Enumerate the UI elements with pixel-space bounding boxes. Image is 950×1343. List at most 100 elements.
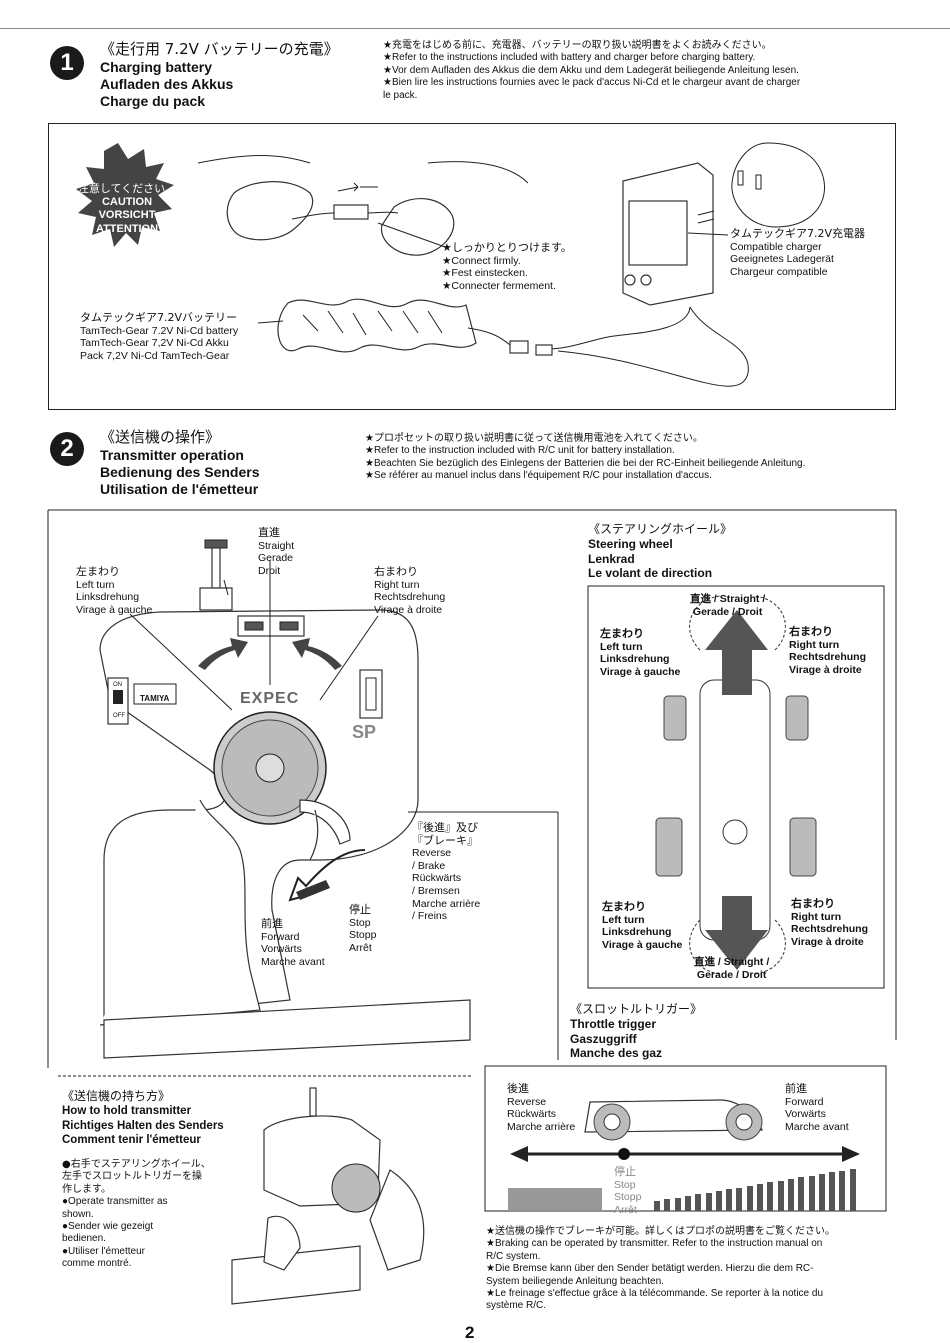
battery-de: TamTech-Gear 7,2V Ni-Cd Akku <box>80 337 229 350</box>
tx-straight-jp: 直進 <box>258 526 280 539</box>
step-2-note-de: ★Beachten Sie bezüglich des Einlegens de… <box>365 457 806 469</box>
steer-straight-top-2: Gerade / Droit <box>692 605 763 618</box>
throttle-stop-de: Stopp <box>614 1191 642 1204</box>
throttle-grade-bar <box>746 1186 753 1211</box>
throttle-title-en: Throttle trigger <box>570 1017 656 1031</box>
throttle-forward-label: 前進 Forward Vorwärts Marche avant <box>785 1082 849 1133</box>
step-2-title-jp: 《送信機の操作》 <box>100 428 221 446</box>
hold-line-6: ●Sender wie gezeigt <box>62 1221 154 1233</box>
steer-left-bottom: 左まわり Left turn Linksdrehung Virage à gau… <box>602 900 683 951</box>
throttle-grade-bar <box>777 1181 784 1211</box>
throttle-grade-bar <box>757 1184 763 1211</box>
throttle-stop-jp: 停止 <box>614 1165 636 1178</box>
hold-line-4: ●Operate transmitter as <box>62 1196 168 1208</box>
steer-left-top: 左まわり Left turn Linksdrehung Virage à gau… <box>600 627 681 678</box>
step-2-title-de: Bedienung des Senders <box>100 464 260 480</box>
throttle-note-en: ★Braking can be operated by transmitter.… <box>486 1238 823 1250</box>
step-2-badge: 2 <box>50 432 84 466</box>
step-2-notes: ★プロポセットの取り扱い説明書に従って送信機用電池を入れてください。 ★Refe… <box>365 433 905 483</box>
charger-en: Compatible charger <box>730 240 822 253</box>
hold-line-5: shown. <box>62 1208 94 1220</box>
throttle-title-de: Gaszuggriff <box>570 1031 637 1046</box>
hold-line-2: 左手でスロットルトリガーを操 <box>62 1171 202 1183</box>
charging-illustration <box>76 142 825 387</box>
step-2-note-jp: ★プロポセットの取り扱い説明書に従って送信機用電池を入れてください。 <box>365 433 703 444</box>
throttle-forward-de: Vorwärts <box>785 1108 826 1121</box>
throttle-grade-bar <box>798 1177 805 1211</box>
throttle-note-de-cont: System beiliegende Anleitung beachten. <box>486 1275 664 1287</box>
steer-straight-bottom-2: Gerade / Droit <box>696 968 767 981</box>
tx-model-logo: EXPEC <box>240 690 300 707</box>
steering-title-en: Steering wheel <box>588 537 673 551</box>
throttle-stop-fr: Arrêt <box>614 1203 637 1216</box>
steer-right-bottom-de: Rechtsdrehung <box>791 923 869 936</box>
tx-forward-en: Forward <box>261 930 300 943</box>
tx-forward-fr: Marche avant <box>261 955 325 968</box>
tx-right-en: Right turn <box>374 578 420 591</box>
throttle-reverse-fr: Marche arrière <box>507 1120 576 1133</box>
tx-left-fr: Virage à gauche <box>76 603 153 616</box>
steer-right-top-en: Right turn <box>789 638 840 651</box>
throttle-grade-bar <box>715 1191 722 1211</box>
tx-left-label: 左まわり Left turn Linksdrehung Virage à gau… <box>76 565 153 616</box>
throttle-grade-bar <box>695 1194 702 1211</box>
tx-reverse-de: Rückwärts <box>412 872 462 885</box>
throttle-note-fr-cont: système R/C. <box>486 1300 547 1312</box>
caution-text: 注意してください。 CAUTION VORSICHT ATTENTION <box>65 182 189 236</box>
tx-brake-fr: / Freins <box>412 910 448 923</box>
connect-de: ★Fest einstecken. <box>442 267 528 280</box>
tx-straight-fr: Droit <box>258 564 281 577</box>
hold-line-8: ●Utiliser l'émetteur <box>62 1245 145 1257</box>
tx-switch-on: ON <box>113 682 122 688</box>
steer-right-top-de: Rechtsdrehung <box>789 651 867 664</box>
battery-label: タムテックギア7.2Vバッテリー TamTech-Gear 7.2V Ni-Cd… <box>80 311 238 362</box>
step-1-title-de: Aufladen des Akkus <box>100 76 234 92</box>
step-2-titles: Transmitter operation Bedienung des Send… <box>100 447 259 498</box>
throttle-grade-bar <box>839 1171 846 1211</box>
steer-left-top-fr: Virage à gauche <box>600 665 681 678</box>
steer-right-top-jp: 右まわり <box>789 625 833 638</box>
throttle-forward-jp: 前進 <box>785 1082 807 1095</box>
steer-straight-top: 直進 / Straight / Gerade / Droit <box>690 593 765 618</box>
throttle-grade-bar <box>684 1196 691 1211</box>
throttle-note-fr: ★Le freinage s'effectue grâce à la téléc… <box>486 1288 824 1300</box>
hold-line-7: bedienen. <box>62 1233 106 1245</box>
throttle-grade-bar <box>767 1182 774 1211</box>
hold-instructions: ●右手でステアリングホイール、 左手でスロットルトリガーを操 作します。 ●Op… <box>62 1159 252 1271</box>
throttle-title-fr: Manche des gaz <box>570 1046 663 1060</box>
hold-line-9: comme montré. <box>62 1258 132 1270</box>
steer-right-bottom-fr: Virage à droite <box>791 935 864 948</box>
step-2-title-fr: Utilisation de l'émetteur <box>100 481 259 497</box>
tx-left-en: Left turn <box>76 578 115 591</box>
throttle-stop-en: Stop <box>614 1178 636 1191</box>
charger-label: タムテックギア7.2V充電器 Compatible charger Geeign… <box>730 227 865 278</box>
steer-right-top: 右まわり Right turn Rechtsdrehung Virage à d… <box>789 625 867 676</box>
steer-right-bottom-jp: 右まわり <box>791 897 835 910</box>
tx-right-label: 右まわり Right turn Rechtsdrehung Virage à d… <box>374 565 445 616</box>
tx-stop-jp: 停止 <box>349 903 371 916</box>
step-1-note-fr-cont: le pack. <box>383 89 418 101</box>
step-1-title-en: Charging battery <box>100 59 213 75</box>
tx-straight-label: 直進 Straight Gerade Droit <box>258 526 294 577</box>
throttle-note-en-cont: R/C system. <box>486 1250 541 1262</box>
step-1-note-en: ★Refer to the instructions included with… <box>383 52 756 64</box>
caution-jp: 注意してください。 <box>77 182 177 195</box>
caution-fr: ATTENTION <box>95 222 159 235</box>
steering-title-jp: 《ステアリングホイール》 <box>588 522 733 536</box>
tx-right-jp: 右まわり <box>374 565 418 578</box>
throttle-grade-bar <box>818 1174 825 1211</box>
steer-left-bottom-fr: Virage à gauche <box>602 938 683 951</box>
throttle-note-de: ★Die Bremse kann über den Sender betätig… <box>486 1263 814 1275</box>
throttle-grade-bar <box>726 1189 733 1211</box>
throttle-forward-en: Forward <box>785 1095 824 1108</box>
connect-fr: ★Connecter fermement. <box>442 279 556 292</box>
step-1-notes: ★充電をはじめる前に、充電器、バッテリーの取り扱い説明書をよくお読みください。 … <box>383 40 903 102</box>
caution-de: VORSICHT <box>98 209 156 221</box>
steering-title-de: Lenkrad <box>588 551 635 566</box>
steer-straight-bottom-1: 直進 / Straight / <box>694 956 770 968</box>
step-2-note-fr: ★Se référer au manuel inclus dans l'équi… <box>365 470 712 482</box>
step-2-title-en: Transmitter operation <box>100 447 244 463</box>
steer-straight-top-1: 直進 / Straight / <box>690 593 766 605</box>
step-1-titles: Charging battery Aufladen des Akkus Char… <box>100 59 233 110</box>
tx-forward-jp: 前進 <box>261 917 283 930</box>
